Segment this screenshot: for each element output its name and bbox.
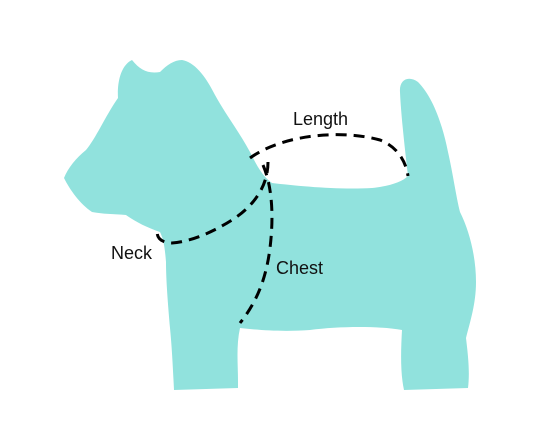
length-label: Length xyxy=(293,109,348,129)
chest-measure-line xyxy=(238,164,274,324)
neck-label: Neck xyxy=(111,243,153,263)
neck-measure-line xyxy=(155,161,270,245)
length-measure-line xyxy=(249,133,410,177)
dog-silhouette xyxy=(64,60,476,390)
chest-label: Chest xyxy=(276,258,323,278)
